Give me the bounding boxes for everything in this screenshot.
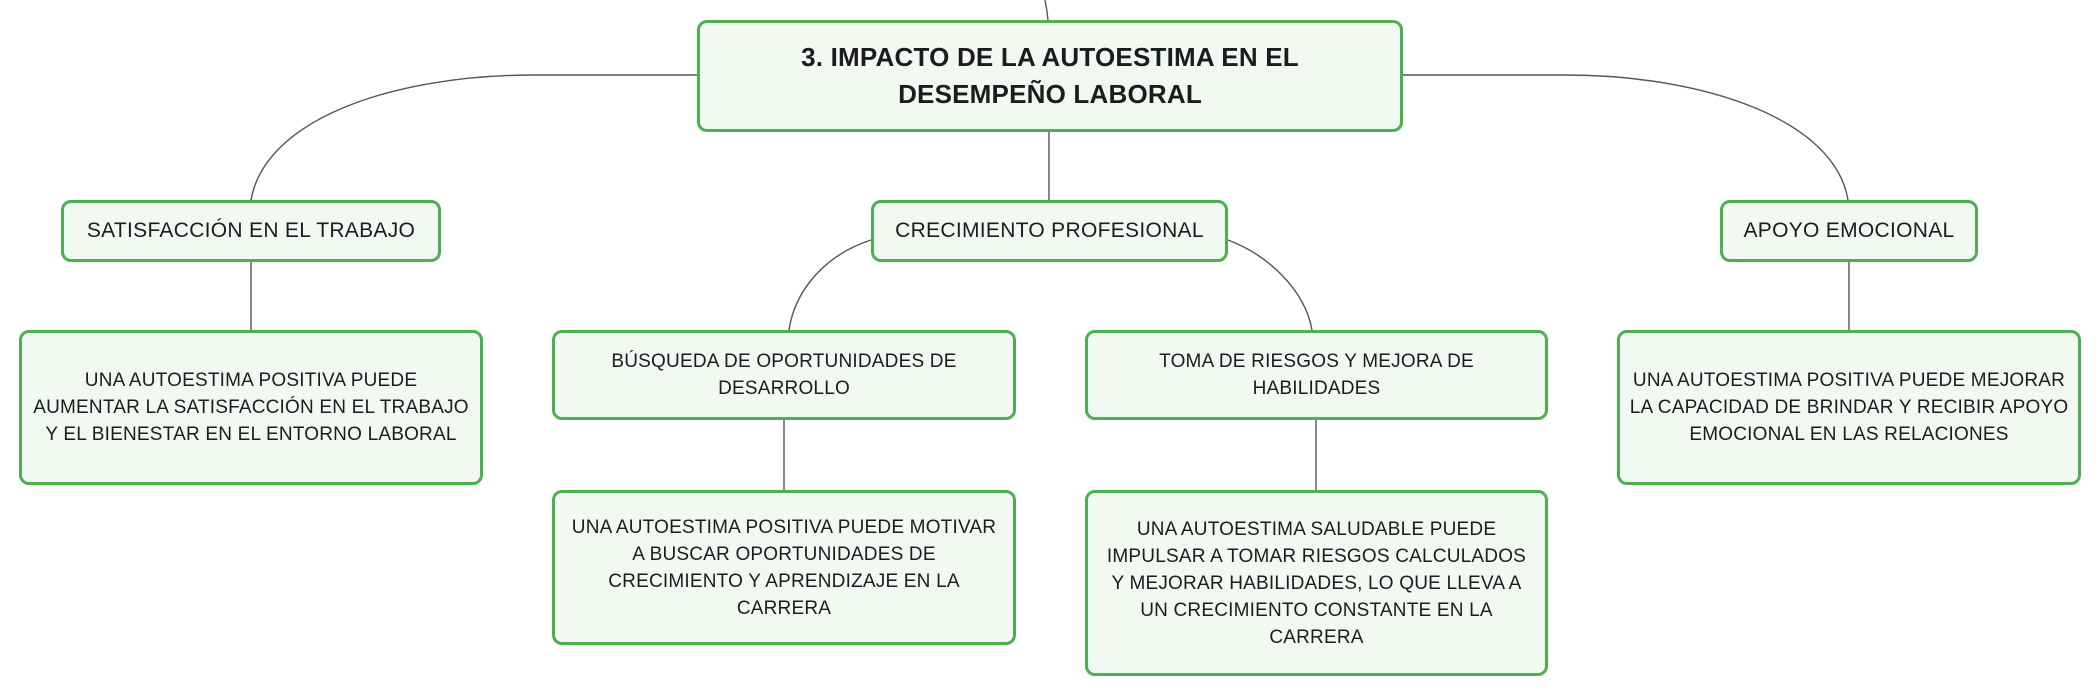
satisfaccion-detail-text: UNA AUTOESTIMA POSITIVA PUEDE AUMENTAR L…: [33, 370, 469, 445]
root-node[interactable]: 3. IMPACTO DE LA AUTOESTIMA EN EL DESEMP…: [697, 20, 1403, 132]
subtopic-busqueda-label: BÚSQUEDA DE OPORTUNIDADES DE DESARROLLO: [611, 351, 957, 399]
busqueda-detail-node[interactable]: UNA AUTOESTIMA POSITIVA PUEDE MOTIVAR A …: [552, 490, 1016, 645]
connector-root-to-apoyo: [1403, 74, 1849, 201]
topic-satisfaccion-node[interactable]: SATISFACCIÓN EN EL TRABAJO: [61, 200, 441, 262]
topic-apoyo-node[interactable]: APOYO EMOCIONAL: [1720, 200, 1978, 262]
subtopic-riesgos-label: TOMA DE RIESGOS Y MEJORA DE HABILIDADES: [1159, 351, 1474, 399]
apoyo-detail-node[interactable]: UNA AUTOESTIMA POSITIVA PUEDE MEJORAR LA…: [1617, 330, 2081, 485]
topic-crecimiento-label: CRECIMIENTO PROFESIONAL: [895, 219, 1204, 242]
connector-root-to-satisfaccion: [250, 74, 697, 201]
riesgos-detail-node[interactable]: UNA AUTOESTIMA SALUDABLE PUEDE IMPULSAR …: [1085, 490, 1548, 676]
root-label: 3. IMPACTO DE LA AUTOESTIMA EN EL DESEMP…: [801, 42, 1299, 109]
riesgos-detail-text: UNA AUTOESTIMA SALUDABLE PUEDE IMPULSAR …: [1106, 518, 1527, 648]
topic-crecimiento-node[interactable]: CRECIMIENTO PROFESIONAL: [871, 200, 1228, 262]
connector-parent-to-root: [1044, 0, 1049, 21]
satisfaccion-detail-node[interactable]: UNA AUTOESTIMA POSITIVA PUEDE AUMENTAR L…: [19, 330, 483, 485]
subtopic-busqueda-node[interactable]: BÚSQUEDA DE OPORTUNIDADES DE DESARROLLO: [552, 330, 1016, 420]
apoyo-detail-text: UNA AUTOESTIMA POSITIVA PUEDE MEJORAR LA…: [1629, 370, 2069, 445]
topic-satisfaccion-label: SATISFACCIÓN EN EL TRABAJO: [86, 219, 416, 242]
subtopic-riesgos-node[interactable]: TOMA DE RIESGOS Y MEJORA DE HABILIDADES: [1085, 330, 1548, 420]
topic-apoyo-label: APOYO EMOCIONAL: [1743, 219, 1955, 242]
busqueda-detail-text: UNA AUTOESTIMA POSITIVA PUEDE MOTIVAR A …: [571, 516, 997, 619]
connector-crecimiento-to-busqueda: [788, 239, 872, 331]
connector-crecimiento-to-riesgos: [1227, 239, 1313, 331]
